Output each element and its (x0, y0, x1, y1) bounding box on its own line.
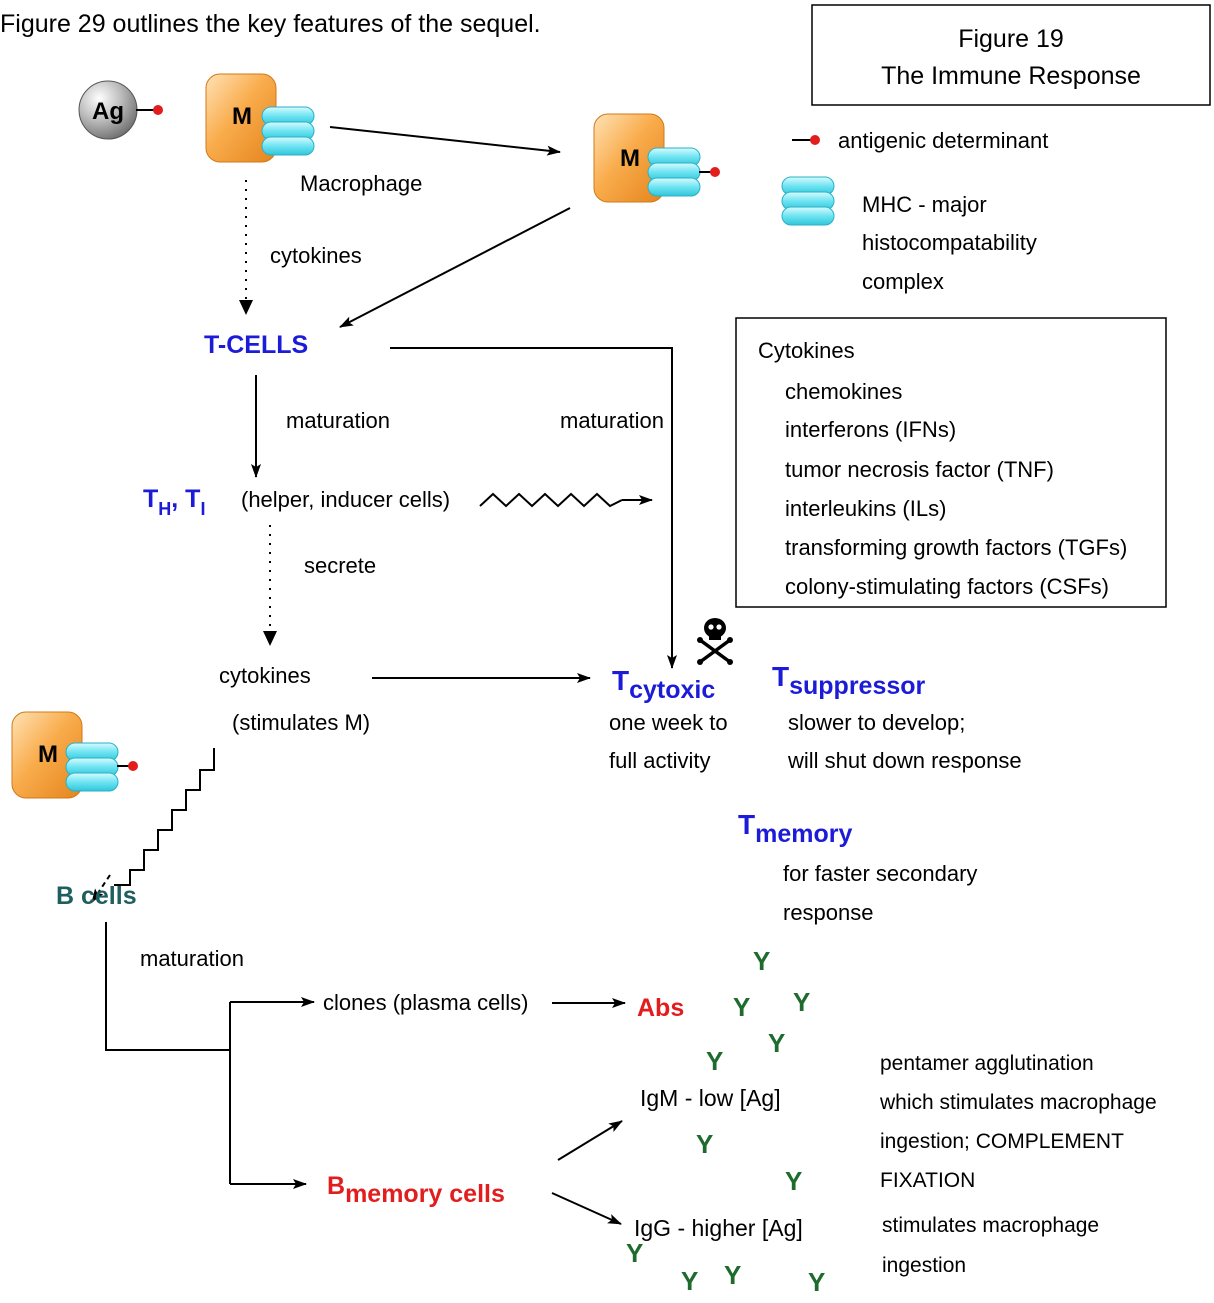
cytokine-item: tumor necrosis factor (TNF) (785, 457, 1054, 482)
antibody-y-icon: Y (696, 1129, 713, 1159)
antibody-y-icon: Y (793, 987, 810, 1017)
figure-title: The Immune Response (881, 62, 1141, 90)
antibody-y-icon: Y (808, 1267, 825, 1297)
antibody-y-icon: Y (733, 992, 750, 1022)
tsuppressor-label: Tsuppressor (772, 661, 926, 700)
antibody-y-icon: Y (706, 1046, 723, 1076)
tcytoxic-label: Tcytoxic (612, 665, 715, 704)
macrophage-b-icon: M (11, 711, 138, 799)
cytokine-item: interleukins (ILs) (785, 496, 946, 521)
mhc-icon (261, 106, 315, 156)
tmemory-desc-1: for faster secondary (783, 861, 977, 886)
bcell-branch (105, 922, 230, 1051)
tcytoxic-desc-1: one week to (609, 710, 728, 735)
antibody-y-icon: Y (724, 1260, 741, 1290)
arrow-to-tcytoxic (390, 347, 677, 669)
igm-label: IgM - low [Ag] (640, 1085, 781, 1111)
antibody-y-icon: Y (681, 1266, 698, 1296)
helper-inducer-label: (helper, inducer cells) (241, 487, 450, 512)
tmemory-desc-2: response (783, 900, 874, 925)
macrophage-b-label: M (38, 741, 58, 768)
tmemory-label: Tmemory (738, 809, 852, 848)
pentamer-text-2: which stimulates macrophage (879, 1091, 1157, 1114)
staircase-signal (114, 748, 215, 886)
stimulates-m-label: (stimulates M) (232, 710, 370, 735)
stimulates-text-2: ingestion (882, 1254, 966, 1277)
pentamer-text-1: pentamer agglutination (880, 1052, 1094, 1075)
clones-label: clones (plasma cells) (323, 990, 528, 1015)
bmemory-label: Bmemory cells (327, 1172, 505, 1208)
cytokine-box-title: Cytokines (758, 338, 855, 363)
antigen-label: Ag (92, 98, 124, 125)
maturation-b-label: maturation (140, 946, 244, 971)
pentamer-text-3: ingestion; COMPLEMENT (880, 1130, 1124, 1153)
tsuppressor-desc-2: will shut down response (787, 748, 1022, 773)
tcells-label: T-CELLS (204, 331, 308, 359)
igg-label: IgG - higher [Ag] (634, 1215, 803, 1241)
macrophage-presenting-label: M (620, 145, 640, 172)
maturation-left: maturation (286, 408, 390, 433)
cytokines-mid-label: cytokines (219, 663, 311, 688)
arrow-present (329, 126, 561, 156)
secrete-label: secrete (304, 553, 376, 578)
tsuppressor-desc-1: slower to develop; (788, 710, 965, 735)
antibody-y-icon: Y (785, 1166, 802, 1196)
macrophage-presenting-icon: M (593, 113, 720, 203)
antibody-glyphs: Y Y Y Y Y Y Y Y Y Y Y (626, 946, 825, 1297)
figure-title-box: Figure 19 The Immune Response (811, 4, 1211, 106)
skull-crossbones-icon (697, 618, 733, 665)
legend-mhc-icon (781, 176, 835, 226)
figure-number: Figure 19 (958, 25, 1064, 53)
zigzag-signal (479, 492, 623, 508)
arrow-to-igg (551, 1192, 622, 1225)
stimulates-text-1: stimulates macrophage (882, 1214, 1099, 1237)
pentamer-text-4: FIXATION (880, 1169, 975, 1192)
cytokine-item: transforming growth factors (TGFs) (785, 535, 1127, 560)
bcells-label: B cells (56, 882, 137, 910)
antibody-y-icon: Y (768, 1028, 785, 1058)
cytokine-item: colony-stimulating factors (CSFs) (785, 574, 1109, 599)
abs-label: Abs (637, 994, 684, 1022)
antigen-icon: Ag (78, 80, 163, 140)
cytokine-item: interferons (IFNs) (785, 417, 956, 442)
cytokine-list-box: Cytokines chemokines interferons (IFNs) … (735, 317, 1167, 608)
th-ti-label: TH, TI (143, 485, 205, 519)
legend: antigenic determinant MHC - major histoc… (781, 128, 1048, 294)
macrophage-text: Macrophage (300, 171, 422, 196)
arrow-to-tcells (339, 207, 571, 328)
legend-mhc-3: complex (862, 269, 944, 294)
tcytoxic-desc-2: full activity (609, 748, 710, 773)
cytokines-top-label: cytokines (270, 243, 362, 268)
legend-mhc-2: histocompatability (862, 230, 1037, 255)
macrophage-icon: M (205, 73, 315, 163)
maturation-right: maturation (560, 408, 664, 433)
arrow-to-igm (557, 1120, 623, 1161)
antibody-y-icon: Y (753, 946, 770, 976)
cytokine-item: chemokines (785, 379, 902, 404)
intro-text: Figure 29 outlines the key features of t… (0, 10, 541, 38)
legend-mhc-1: MHC - major (862, 192, 987, 217)
macrophage-label: M (232, 103, 252, 130)
legend-antigenic: antigenic determinant (838, 128, 1048, 153)
antibody-y-icon: Y (626, 1238, 643, 1268)
